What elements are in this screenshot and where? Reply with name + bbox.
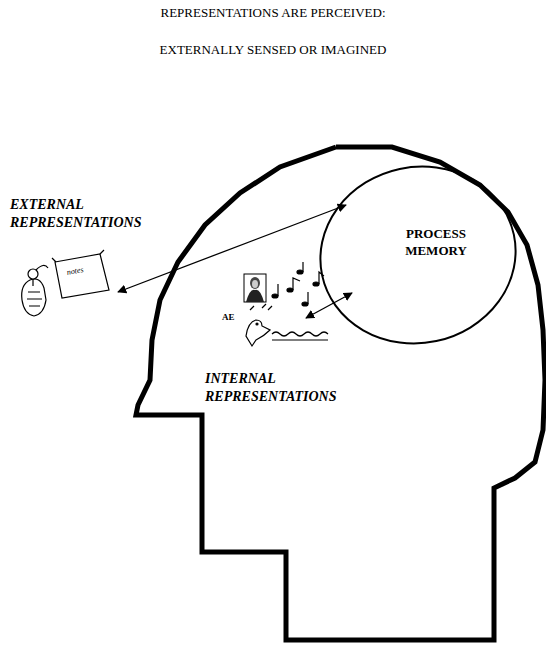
subtitle: EXTERNALLY SENSED OR IMAGINED — [0, 42, 546, 58]
title: REPRESENTATIONS ARE PERCEIVED: — [0, 5, 546, 21]
glyph-label: AE — [222, 312, 246, 323]
note-label: notes — [66, 262, 103, 278]
double-arrow — [118, 205, 346, 292]
node-label: PROCESS MEMORY — [393, 226, 479, 260]
music-notes — [250, 262, 324, 310]
hieroglyph — [246, 320, 328, 346]
region-label: INTERNAL REPRESENTATIONS — [205, 370, 395, 405]
node-text: PROCESS MEMORY — [393, 226, 479, 260]
head-outline — [136, 147, 545, 640]
mona-lisa — [244, 274, 266, 302]
memory-ellipse: PROCESS MEMORY — [318, 165, 518, 345]
region-label: EXTERNAL REPRESENTATIONS — [10, 196, 185, 231]
ellipse-shape — [318, 165, 518, 345]
clip-art — [22, 250, 109, 316]
